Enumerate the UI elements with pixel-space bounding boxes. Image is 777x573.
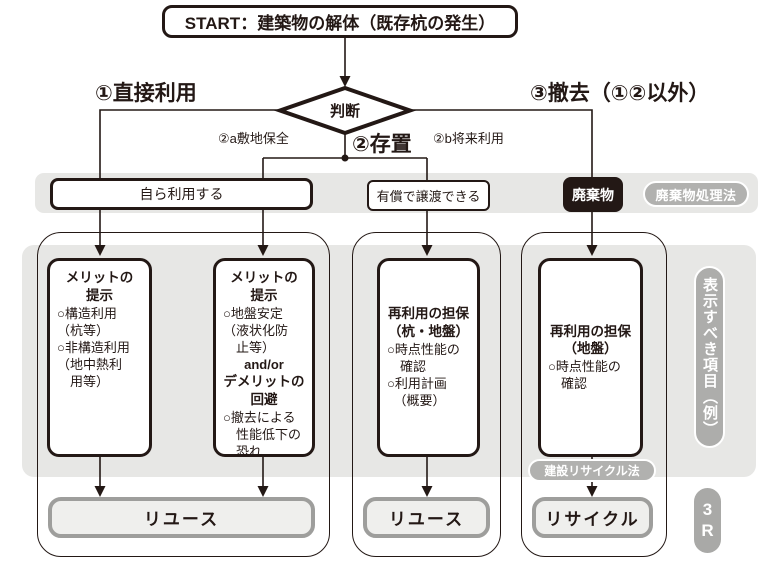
outcome-recycle-label: リサイクル (545, 510, 640, 529)
branch-direct-use-label: ①直接利用 (95, 82, 197, 105)
arrowhead-into-decision (339, 76, 351, 87)
branch-leave-in-place-label: ②存置 (352, 133, 412, 156)
card-b-heading: メリットの 提示 (230, 270, 298, 303)
outcome-reuse-2-label: リユース (388, 510, 465, 529)
waste-disposal-law-label: 廃棄物処理法 (655, 187, 737, 203)
card-c-heading: 再利用の担保 （杭・地盤） (388, 306, 469, 340)
paid-transfer-node: 有償で譲渡できる (367, 180, 490, 211)
start-label: START：建築物の解体（既存杭の発生） (184, 14, 496, 33)
card-b-heading2: デメリットの 回避 (223, 374, 305, 408)
card-merit-demerit-leave: メリットの 提示 ○地盤安定 （液状化防 止等） and/or デメリットの 回… (213, 258, 315, 460)
group-transfer-container (352, 232, 501, 557)
card-a-heading: メリットの 提示 (65, 270, 134, 303)
group-waste-container (521, 232, 667, 557)
branch-removal-label: ③撤去（①②以外） (530, 82, 710, 105)
card-b-body2: ○撤去による 性能低下の 恐れ (223, 409, 302, 460)
card-reuse-guarantee-pile-ground: 再利用の担保 （杭・地盤） ○時点性能の 確認 ○利用計画 （概要） (377, 258, 480, 457)
waste-disposal-law-badge: 廃棄物処理法 (643, 181, 749, 207)
card-c-body: ○時点性能の 確認 ○利用計画 （概要） (387, 342, 460, 409)
outcome-recycle: リサイクル (532, 497, 653, 538)
card-d-body: ○時点性能の 確認 (548, 359, 621, 392)
construction-recycle-law-badge: 建設リサイクル法 (528, 459, 656, 482)
card-b-connector: and/or (244, 357, 284, 373)
display-items-pill: 表示すべき項目（例） (694, 266, 725, 448)
decision-label: 判断 (329, 102, 360, 120)
outcome-reuse-1-label: リユース (143, 510, 220, 529)
card-b-body1: ○地盤安定 （液状化防 止等） (223, 305, 289, 355)
card-a-body: ○構造利用 （杭等） ○非構造利用 （地中熱利 用等） (57, 305, 130, 390)
self-use-node: 自ら利用する (50, 178, 313, 210)
branch-site-preservation-label: ②a敷地保全 (218, 131, 289, 146)
outcome-reuse-2: リユース (363, 497, 490, 538)
junction-dot (341, 154, 349, 162)
waste-node: 廃棄物 (563, 177, 623, 212)
outcome-reuse-1: リユース (48, 497, 315, 538)
card-reuse-guarantee-ground: 再利用の担保 （地盤） ○時点性能の 確認 (538, 258, 643, 457)
waste-label: 廃棄物 (572, 186, 614, 203)
group-direct-use-container (37, 232, 330, 557)
self-use-label: 自ら利用する (139, 186, 224, 202)
card-d-heading: 再利用の担保 （地盤） (550, 323, 631, 357)
three-r-pill: 3R (694, 488, 721, 553)
paid-transfer-label: 有償で譲渡できる (376, 189, 481, 204)
decision-diamond (273, 85, 417, 136)
construction-recycle-law-label: 建設リサイクル法 (544, 464, 640, 478)
card-merit-direct-use: メリットの 提示 ○構造利用 （杭等） ○非構造利用 （地中熱利 用等） (47, 258, 152, 457)
start-node: START：建築物の解体（既存杭の発生） (162, 5, 518, 38)
branch-future-use-label: ②b将来利用 (433, 131, 504, 146)
